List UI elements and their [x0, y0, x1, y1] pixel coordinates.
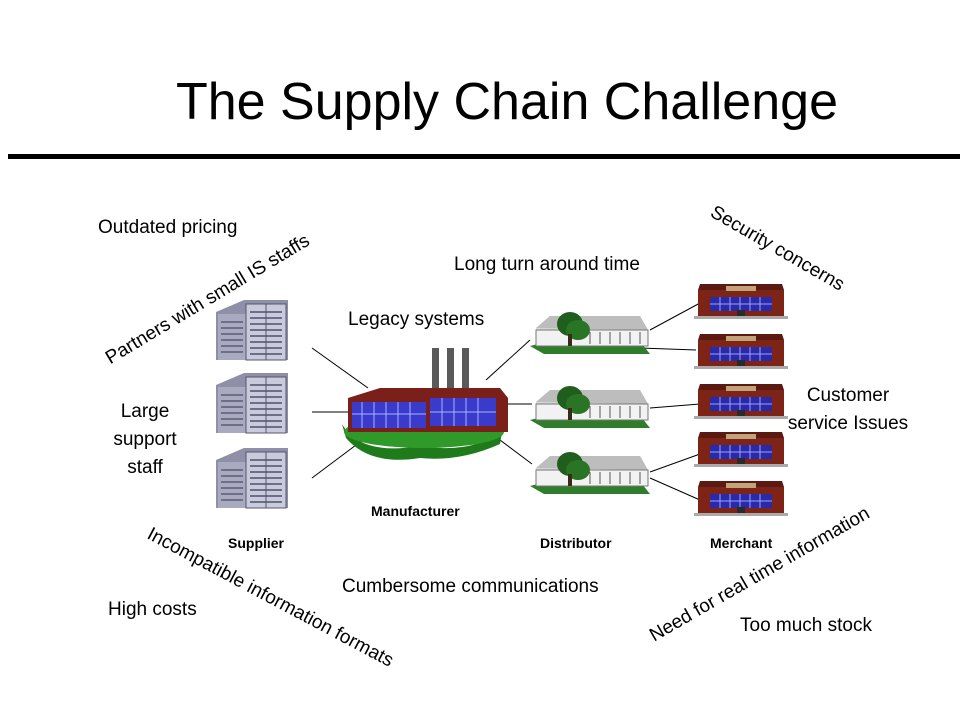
warehouse-icon: [529, 451, 651, 495]
label-manufacturer: Manufacturer: [371, 503, 460, 519]
supplier-building-icon: [215, 372, 289, 434]
title-rule: [8, 154, 960, 159]
warehouse-icon: [529, 385, 651, 429]
warehouse-icon: [529, 311, 651, 355]
supplier-building-icon: [215, 299, 289, 361]
supplier-building-icon: [215, 447, 289, 509]
factory-icon: [342, 348, 508, 460]
issue-legacy-systems: Legacy systems: [348, 309, 485, 330]
issue-too-much-stock: Too much stock: [740, 615, 872, 636]
issue-cumbersome-communications: Cumbersome communications: [342, 576, 599, 597]
storefront-icon: [693, 283, 789, 320]
label-supplier: Supplier: [228, 535, 285, 551]
issue-large-support-staff: Large support staff: [113, 401, 177, 478]
issue-customer-service: Customer service Issues: [787, 385, 909, 434]
storefront-icon: [693, 383, 789, 420]
label-distributor: Distributor: [540, 535, 612, 551]
issue-high-costs: High costs: [108, 599, 197, 620]
issue-outdated-pricing: Outdated pricing: [98, 217, 238, 238]
storefront-icon: [693, 333, 789, 370]
slide-title: The Supply Chain Challenge: [176, 73, 838, 131]
label-merchant: Merchant: [710, 535, 773, 551]
issue-long-turnaround: Long turn around time: [454, 254, 640, 275]
storefront-icon: [693, 480, 789, 517]
storefront-icon: [693, 431, 789, 468]
